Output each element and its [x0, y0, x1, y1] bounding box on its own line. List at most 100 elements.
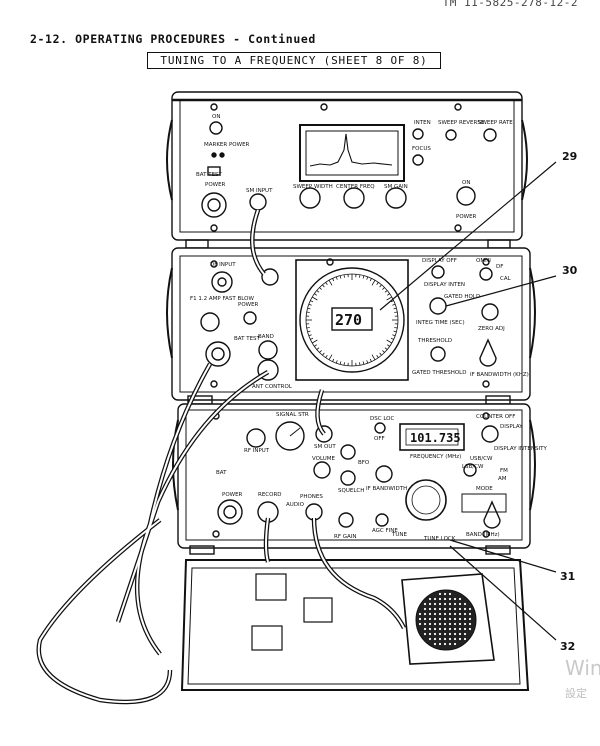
label-sm-gain: SM GAIN: [384, 184, 408, 190]
power-switch-2[interactable]: [456, 186, 476, 206]
label-integ-time: INTEG TIME (SEC): [416, 320, 465, 326]
tune-knob[interactable]: [405, 479, 447, 521]
bfo-knob[interactable]: [340, 444, 356, 460]
speaker-hole: [428, 602, 432, 606]
speaker-hole: [443, 642, 447, 646]
band-connector[interactable]: [258, 340, 278, 360]
speaker-hole: [463, 617, 467, 621]
rf-gain-knob[interactable]: [338, 512, 354, 528]
fuse-holder[interactable]: [200, 312, 220, 332]
label-center-freq: CENTER FREQ: [336, 184, 375, 190]
speaker-hole: [418, 622, 422, 626]
bat-test-switch[interactable]: [207, 166, 221, 176]
if-bandwidth-switch[interactable]: [375, 465, 393, 483]
speaker-hole: [438, 617, 442, 621]
dial-tick: [339, 361, 342, 365]
power-connector-middle[interactable]: [205, 341, 231, 367]
dial-tick: [392, 303, 396, 306]
label-inten: INTEN: [414, 120, 431, 126]
label-dsc-loc: DSC LOC: [370, 416, 395, 422]
label-lsb-cw: LSB/CW: [462, 464, 484, 470]
label-focus: FOCUS: [412, 146, 431, 152]
power-connector-bottom[interactable]: [217, 499, 243, 525]
label-signal-str: SIGNAL STR: [276, 412, 309, 418]
center-freq-knob[interactable]: [343, 187, 365, 209]
label-sm-input: SM INPUT: [246, 188, 273, 194]
zero-adj-knob[interactable]: [481, 303, 499, 321]
power-connector[interactable]: [201, 192, 227, 218]
dsc-loc-switch[interactable]: [374, 422, 386, 434]
speaker-hole: [433, 617, 437, 621]
squelch-knob[interactable]: [340, 470, 356, 486]
speaker-hole: [433, 627, 437, 631]
speaker-hole: [438, 592, 442, 596]
band-switch[interactable]: [483, 500, 501, 529]
speaker-hole: [423, 612, 427, 616]
frequency-readout: 101.735: [410, 431, 461, 445]
omni-df-cal-switch[interactable]: [479, 267, 493, 281]
label-df-input: DF INPUT: [210, 262, 236, 268]
display-inten-knob[interactable]: [431, 265, 445, 279]
sweep-reverse-switch[interactable]: [445, 129, 457, 141]
speaker-hole: [458, 602, 462, 606]
speaker-hole: [453, 597, 457, 601]
speaker-hole: [428, 637, 432, 641]
if-bandwidth-knob[interactable]: [479, 338, 497, 367]
sm-gain-knob[interactable]: [385, 187, 407, 209]
label-gated-threshold: GATED THRESHOLD: [412, 370, 466, 376]
label-power-2: POWER: [456, 214, 477, 220]
focus-knob[interactable]: [412, 154, 424, 166]
sweep-width-knob[interactable]: [299, 187, 321, 209]
dial-tick: [319, 350, 322, 353]
speaker-hole: [458, 617, 462, 621]
label-marker-power: MARKER POWER: [204, 142, 250, 148]
label-fm: FM: [500, 468, 508, 474]
speaker-hole: [453, 607, 457, 611]
speaker-hole: [463, 602, 467, 606]
agc-fine-switch[interactable]: [375, 513, 389, 527]
sweep-rate-knob[interactable]: [483, 128, 497, 142]
sm-out-connector[interactable]: [315, 425, 333, 443]
threshold-knob[interactable]: [430, 346, 446, 362]
label-omni: OMNI: [476, 258, 491, 264]
speaker-hole: [428, 607, 432, 611]
speaker-hole: [443, 637, 447, 641]
speaker-hole: [463, 632, 467, 636]
label-usb-cw: USB/CW: [470, 456, 493, 462]
speaker-hole: [423, 627, 427, 631]
dial-tick: [390, 300, 394, 303]
dial-tick: [307, 307, 311, 310]
counter-display-switch[interactable]: [481, 425, 499, 443]
bottom-unit: [172, 403, 536, 555]
inten-knob[interactable]: [412, 128, 424, 140]
speaker-hole: [438, 637, 442, 641]
label-on: ON: [212, 114, 220, 120]
section-heading: 2-12. OPERATING PROCEDURES - Continued: [30, 32, 316, 46]
volume-knob[interactable]: [313, 461, 331, 479]
speaker-hole: [468, 607, 472, 611]
on-switch[interactable]: [209, 121, 223, 135]
label-display-inten: DISPLAY INTEN: [424, 282, 465, 288]
speaker-hole: [438, 597, 442, 601]
speaker-hole: [453, 602, 457, 606]
speaker-hole: [448, 602, 452, 606]
speaker-hole: [443, 607, 447, 611]
speaker-hole: [448, 592, 452, 596]
label-bat: BAT: [216, 470, 227, 476]
rf-input-connector[interactable]: [246, 428, 266, 448]
power-switch-middle[interactable]: [243, 311, 257, 325]
dial-tick: [369, 278, 372, 282]
dial-tick: [328, 279, 333, 286]
df-input-connector[interactable]: [211, 271, 233, 293]
speaker-hole: [438, 607, 442, 611]
label-record: RECORD: [258, 492, 282, 498]
speaker-hole: [443, 632, 447, 636]
dial-tick: [392, 334, 396, 337]
dial-tick: [311, 339, 318, 344]
speaker-hole: [468, 627, 472, 631]
sm-output-connector[interactable]: [261, 268, 279, 286]
mode-switch[interactable]: [463, 463, 477, 477]
dial-tick: [307, 330, 311, 333]
ant-control-connector[interactable]: [257, 359, 279, 381]
speaker-hole: [428, 632, 432, 636]
